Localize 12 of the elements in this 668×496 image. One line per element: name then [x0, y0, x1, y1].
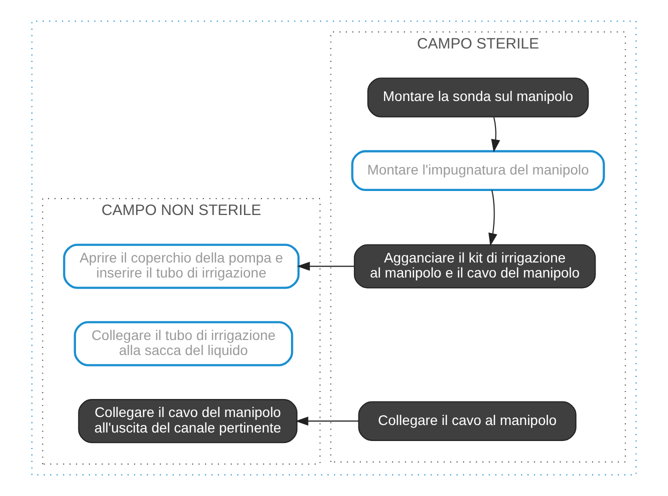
arrow: [488, 190, 498, 246]
node-box: Collegare il tubo di irrigazione alla sacca del liquido: [74, 321, 294, 366]
node-box: Aprire il coperchio della pompa e inserire il tubo di irrigazione: [63, 244, 300, 289]
arrow: [295, 416, 359, 426]
arrow: [296, 262, 354, 271]
node-box: Montare l'impugnatura del manipolo: [351, 150, 605, 192]
cluster: [31, 20, 637, 476]
node-box: Agganciare il kit di irrigazione al manipolo e il cavo del manipolo: [354, 244, 596, 288]
node-box: Montare la sonda sul manipolo: [367, 78, 589, 118]
arrow: [491, 117, 500, 152]
node-box: Collegare il cavo del manipolo all'uscita del canale pertinente: [78, 399, 298, 444]
node-box: Collegare il cavo al manipolo: [358, 401, 576, 441]
